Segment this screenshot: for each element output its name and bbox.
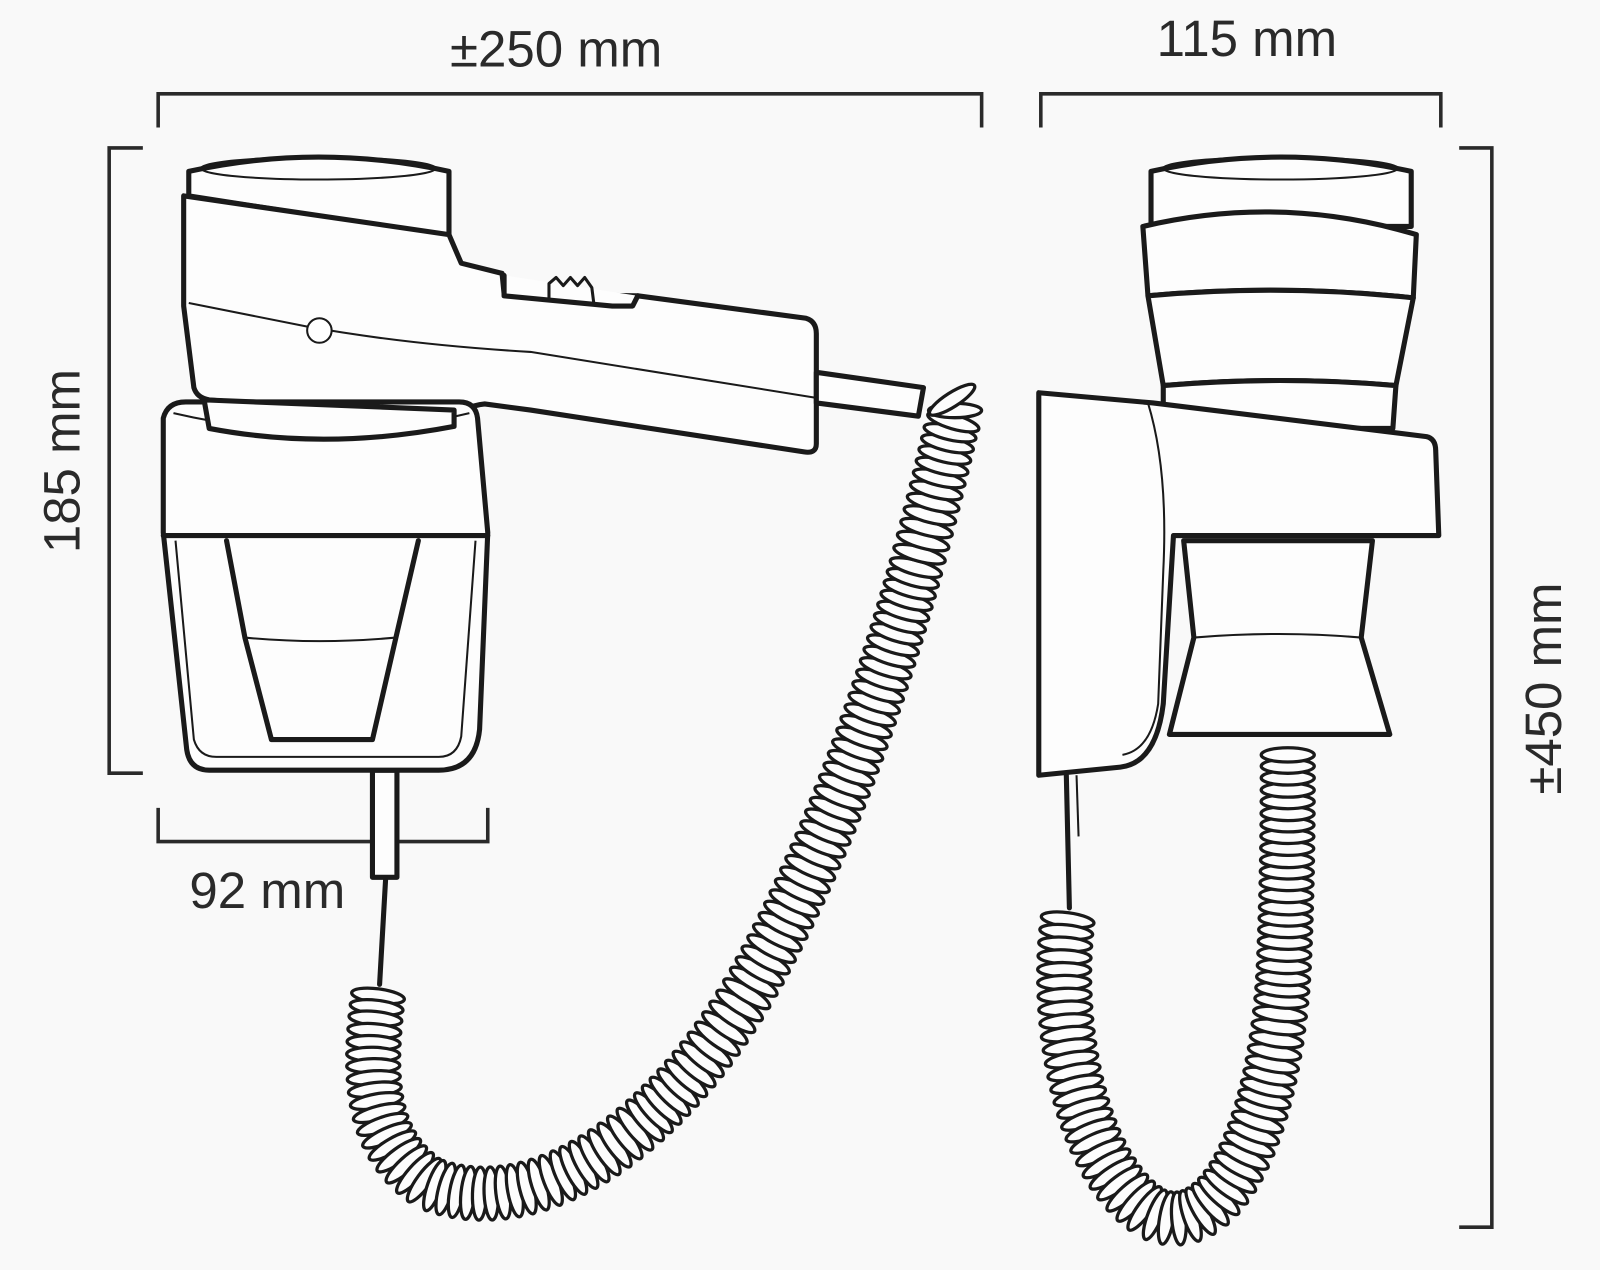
hanging-ring	[306, 317, 333, 344]
dimension-line-side-width	[1039, 92, 1443, 128]
coil-loop	[1259, 746, 1316, 764]
cord-straight-left	[377, 874, 389, 987]
cord-connector	[813, 369, 927, 419]
dimension-line-holder-height	[107, 146, 143, 776]
cord-sleeve-left	[369, 767, 400, 880]
holder-inner-edge	[174, 540, 477, 758]
cord-straight-right	[1063, 772, 1072, 911]
coiled-cord-right	[1036, 746, 1316, 1247]
ring-band	[1140, 209, 1419, 301]
wall-mount-side	[1036, 390, 1442, 778]
side-view-dryer	[1036, 154, 1442, 911]
switch-knob	[547, 275, 596, 306]
label-total-width: ±250 mm	[450, 20, 662, 77]
dimension-line-total-height	[1459, 146, 1494, 1229]
cord-sleeve-right	[1075, 775, 1080, 837]
label-side-width: 115 mm	[1157, 10, 1337, 67]
nozzle-grille	[200, 156, 437, 181]
slide-switch	[501, 272, 641, 309]
cone-seam	[1193, 632, 1362, 639]
front-view-dryer	[160, 154, 927, 987]
label-total-height: ±450 mm	[1515, 582, 1572, 794]
nozzle-grille-side	[1162, 156, 1399, 181]
label-holder-width: 92 mm	[189, 862, 345, 919]
coiled-cord-left	[345, 382, 984, 1222]
mount-edge	[1122, 402, 1166, 756]
body-side	[1145, 287, 1416, 389]
dryer-in-holder	[201, 397, 457, 442]
coiled-cords	[345, 382, 1316, 1247]
coil-loop	[927, 382, 977, 417]
dimension-line-total-width	[156, 92, 984, 128]
dimension-line-holder-width	[156, 807, 490, 844]
label-holder-height: 185 mm	[34, 369, 91, 553]
holder-window-seam	[244, 636, 397, 643]
